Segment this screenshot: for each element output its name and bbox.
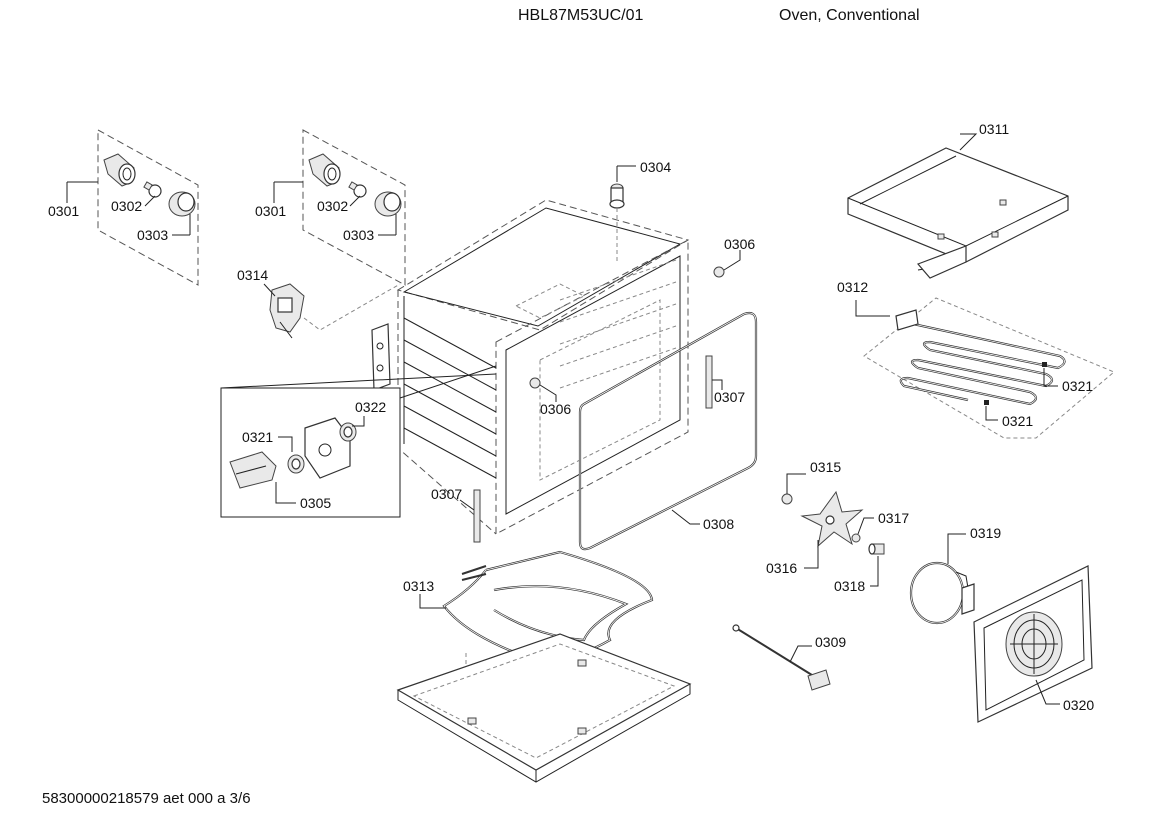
callout-0320: 0320	[1063, 697, 1094, 713]
fan-spacer-0318[interactable]	[868, 543, 885, 555]
callout-0301-right: 0301	[255, 203, 286, 219]
callout-0307-right: 0307	[714, 389, 745, 405]
callout-0301-left: 0301	[48, 203, 79, 219]
callout-0321-inset: 0321	[242, 429, 273, 445]
top-cover-0311[interactable]	[847, 147, 1069, 279]
callout-0316: 0316	[766, 560, 797, 576]
callout-0321-a: 0321	[1062, 378, 1093, 394]
oven-cavity	[371, 199, 690, 535]
callout-0309: 0309	[815, 634, 846, 650]
callout-0306-upper: 0306	[724, 236, 755, 252]
callout-0313: 0313	[403, 578, 434, 594]
lamp-bulb-0302-left[interactable]	[143, 181, 162, 198]
detail-inset	[220, 365, 497, 518]
callout-0306-lower: 0306	[540, 401, 571, 417]
fan-nut-0317[interactable]	[851, 533, 861, 543]
mount-plate-0321[interactable]	[304, 417, 351, 479]
lamp-socket-0301-left[interactable]	[103, 153, 136, 187]
nut-0322[interactable]	[339, 422, 357, 442]
lamp-cover-0303-right[interactable]	[374, 191, 402, 217]
lamp-cover-0303-left[interactable]	[168, 191, 196, 217]
callout-0303-left: 0303	[137, 227, 168, 243]
part-0306-lower[interactable]	[529, 377, 541, 389]
callout-0311: 0311	[979, 121, 1009, 137]
model-number: HBL87M53UC/01	[518, 7, 644, 24]
lamp-socket-0301-right[interactable]	[308, 153, 341, 187]
screw-0321-b[interactable]	[984, 400, 989, 405]
callout-0307-left: 0307	[431, 486, 462, 502]
callout-0312: 0312	[837, 279, 868, 295]
callout-0318: 0318	[834, 578, 865, 594]
screw-0321-a[interactable]	[1042, 362, 1047, 367]
rack-guide-0307-left[interactable]	[473, 489, 481, 543]
callout-0317: 0317	[878, 510, 909, 526]
callout-0314: 0314	[237, 267, 268, 283]
callout-0303-right: 0303	[343, 227, 374, 243]
callout-0308: 0308	[703, 516, 734, 532]
element-connector-0305[interactable]	[229, 451, 305, 489]
callout-0304: 0304	[640, 159, 671, 175]
thermostat-0314[interactable]	[269, 283, 305, 339]
lamp-bulb-0302-right[interactable]	[348, 181, 367, 198]
part-0306-upper[interactable]	[713, 266, 725, 278]
convection-element-0319[interactable]	[909, 561, 975, 625]
bottom-pan	[396, 633, 692, 783]
fan-cover-0320[interactable]	[973, 565, 1093, 723]
callout-0322: 0322	[355, 399, 386, 415]
callout-0321-b: 0321	[1002, 413, 1033, 429]
callout-0315: 0315	[810, 459, 841, 475]
callout-0305: 0305	[300, 495, 331, 511]
fan-washer-0315[interactable]	[781, 493, 793, 505]
appliance-description: Oven, Conventional	[779, 7, 920, 24]
callout-0319: 0319	[970, 525, 1001, 541]
door-gasket-0308[interactable]	[578, 311, 758, 551]
fan-blade-0316[interactable]	[800, 490, 864, 548]
lamp-assembly-right	[302, 129, 406, 286]
rack-guide-0307-right[interactable]	[705, 355, 713, 409]
lamp-assembly-left	[97, 129, 199, 286]
callout-0302-right: 0302	[317, 198, 348, 214]
top-element-0312[interactable]	[863, 297, 1115, 439]
temp-sensor-0309[interactable]	[732, 624, 831, 691]
part-0304[interactable]	[609, 183, 625, 209]
callout-0302-left: 0302	[111, 198, 142, 214]
document-id: 58300000218579 aet 000 a 3/6	[42, 790, 251, 807]
